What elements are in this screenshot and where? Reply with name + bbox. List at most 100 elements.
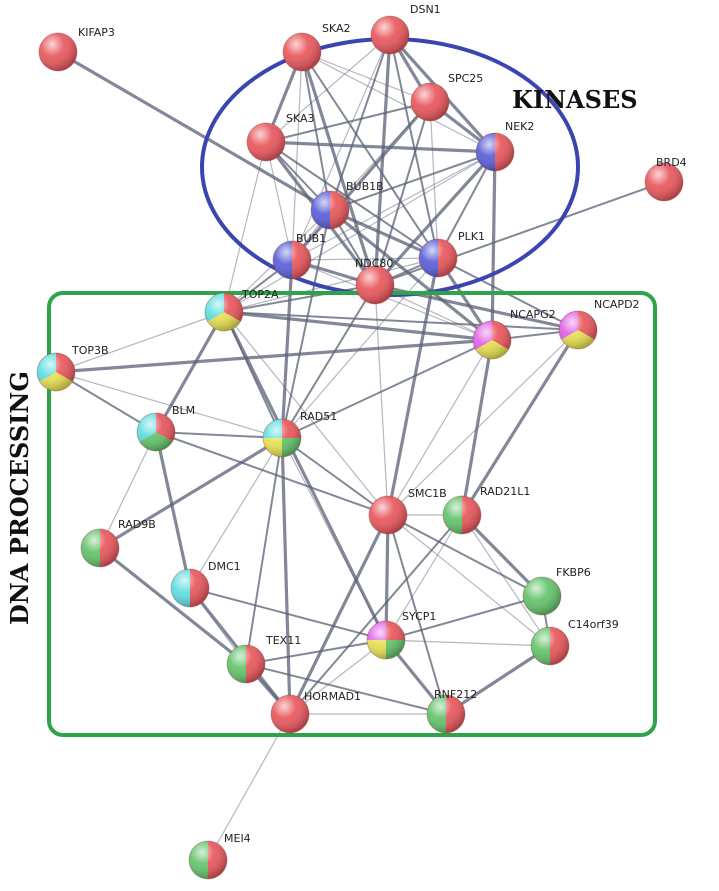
node-label-smc1b: SMC1B [408, 487, 447, 500]
edge-ska3-bub1 [265, 141, 293, 261]
node-bub1b[interactable]: BUB1B [310, 180, 384, 230]
edge-sycp1-fkbp6 [385, 595, 543, 641]
edge-blm-dmc1 [154, 431, 192, 589]
node-plk1[interactable]: PLK1 [418, 230, 485, 278]
node-label-mei4: MEI4 [224, 832, 251, 845]
edge-top2a-smc1b [223, 311, 389, 516]
edge-sycp1-hormad1 [289, 639, 387, 715]
node-mei4[interactable]: MEI4 [188, 832, 251, 880]
node-label-ncapg2: NCAPG2 [510, 308, 556, 321]
node-brd4[interactable]: BRD4 [644, 156, 687, 202]
node-ska3[interactable]: SKA3 [246, 112, 315, 162]
edge-ska2-bub1b [301, 51, 331, 211]
node-highlight [226, 644, 266, 684]
node-rnf212[interactable]: RNF212 [426, 688, 477, 734]
node-label-dsn1: DSN1 [410, 3, 441, 16]
node-highlight [530, 626, 570, 666]
node-label-tex11: TEX11 [265, 634, 301, 647]
edge-smc1b-sycp1 [384, 514, 390, 641]
node-dsn1[interactable]: DSN1 [370, 3, 441, 55]
node-bub1[interactable]: BUB1 [272, 232, 326, 280]
node-smc1b[interactable]: SMC1B [368, 487, 447, 535]
node-fkbp6[interactable]: FKBP6 [522, 566, 591, 616]
edge-smc1b-hormad1 [288, 514, 390, 715]
node-rad21l1[interactable]: RAD21L1 [442, 485, 530, 535]
edge-blm-rad9b [99, 431, 157, 549]
edge-kifap3-bub1b [57, 50, 331, 212]
edge-bub1b-plk1 [329, 208, 439, 260]
edge-rad21l1-c14orf39 [461, 514, 551, 647]
edge-blm-smc1b [155, 431, 389, 516]
edge-ncapg2-rad21l1 [460, 339, 494, 516]
edge-spc25-plk1 [429, 101, 439, 259]
node-kifap3[interactable]: KIFAP3 [38, 26, 115, 72]
edge-top2a-sycp1 [222, 311, 388, 641]
edge-ska2-spc25 [301, 51, 431, 103]
node-highlight [558, 310, 598, 350]
node-ndc80[interactable]: NDC80 [355, 257, 395, 305]
node-highlight [644, 162, 684, 202]
node-highlight [262, 418, 302, 458]
edge-ska3-plk1 [265, 141, 439, 259]
node-sycp1[interactable]: SYCP1 [366, 610, 436, 660]
edge-dsn1-bub1 [291, 34, 391, 261]
edge-ndc80-top2a [223, 284, 376, 313]
node-ncapd2[interactable]: NCAPD2 [558, 298, 640, 350]
node-blm[interactable]: BLM [136, 404, 195, 452]
node-hormad1[interactable]: HORMAD1 [270, 690, 361, 734]
node-rad9b[interactable]: RAD9B [80, 518, 156, 568]
edge-tex11-rnf212 [245, 663, 447, 715]
edge-rad21l1-hormad1 [289, 514, 463, 715]
edge-plk1-top2a [223, 257, 439, 313]
node-c14orf39[interactable]: C14orf39 [530, 618, 619, 666]
node-spc25[interactable]: SPC25 [410, 72, 483, 122]
node-top2a[interactable]: TOP2A [204, 288, 279, 332]
node-top3b[interactable]: TOP3B [36, 344, 109, 392]
node-highlight [246, 122, 286, 162]
edge-bub1-plk1 [291, 257, 439, 261]
node-highlight [136, 412, 176, 452]
node-highlight [355, 265, 395, 305]
node-highlight [204, 292, 244, 332]
edge-nek2-bub1b [329, 151, 496, 211]
edge-ncapg2-rad51 [281, 339, 493, 439]
edge-smc1b-c14orf39 [387, 514, 551, 647]
dna-processing-group-outline [47, 291, 657, 737]
edge-top3b-ncapg2 [55, 338, 493, 374]
edge-rad51-hormad1 [280, 437, 292, 715]
edge-bub1-ncapg2 [291, 259, 493, 341]
node-label-rnf212: RNF212 [434, 688, 477, 701]
node-highlight [188, 840, 228, 880]
edge-blm-rad51 [155, 431, 283, 439]
edge-bub1b-ncapg2 [328, 208, 494, 342]
node-nek2[interactable]: NEK2 [475, 120, 534, 172]
node-label-c14orf39: C14orf39 [568, 618, 619, 631]
node-label-ndc80: NDC80 [355, 257, 393, 270]
edge-rnf212-c14orf39 [445, 644, 551, 716]
node-highlight [442, 495, 482, 535]
edge-rad21l1-sycp1 [385, 514, 463, 641]
node-ska2[interactable]: SKA2 [282, 22, 351, 72]
node-dmc1[interactable]: DMC1 [170, 560, 241, 608]
edge-dsn1-bub1b [329, 34, 391, 211]
node-highlight [170, 568, 210, 608]
node-highlight [410, 82, 450, 122]
edge-top2a-ncapd2 [223, 311, 579, 331]
node-label-fkbp6: FKBP6 [556, 566, 591, 579]
edge-nek2-ncapg2 [490, 151, 497, 341]
edge-spc25-bub1 [290, 100, 432, 262]
edge-rad51-smc1b [281, 437, 389, 516]
node-rad51[interactable]: RAD51 [262, 410, 337, 458]
node-label-bub1b: BUB1B [346, 180, 384, 193]
node-highlight [522, 576, 562, 616]
edge-top2a-blm [154, 311, 226, 433]
node-label-rad21l1: RAD21L1 [480, 485, 530, 498]
node-label-rad9b: RAD9B [118, 518, 156, 531]
edge-rad51-rad9b [99, 436, 283, 550]
node-label-top3b: TOP3B [71, 344, 109, 357]
node-ncapg2[interactable]: NCAPG2 [472, 308, 556, 360]
node-tex11[interactable]: TEX11 [226, 634, 301, 684]
edge-spc25-ska3 [265, 101, 431, 143]
